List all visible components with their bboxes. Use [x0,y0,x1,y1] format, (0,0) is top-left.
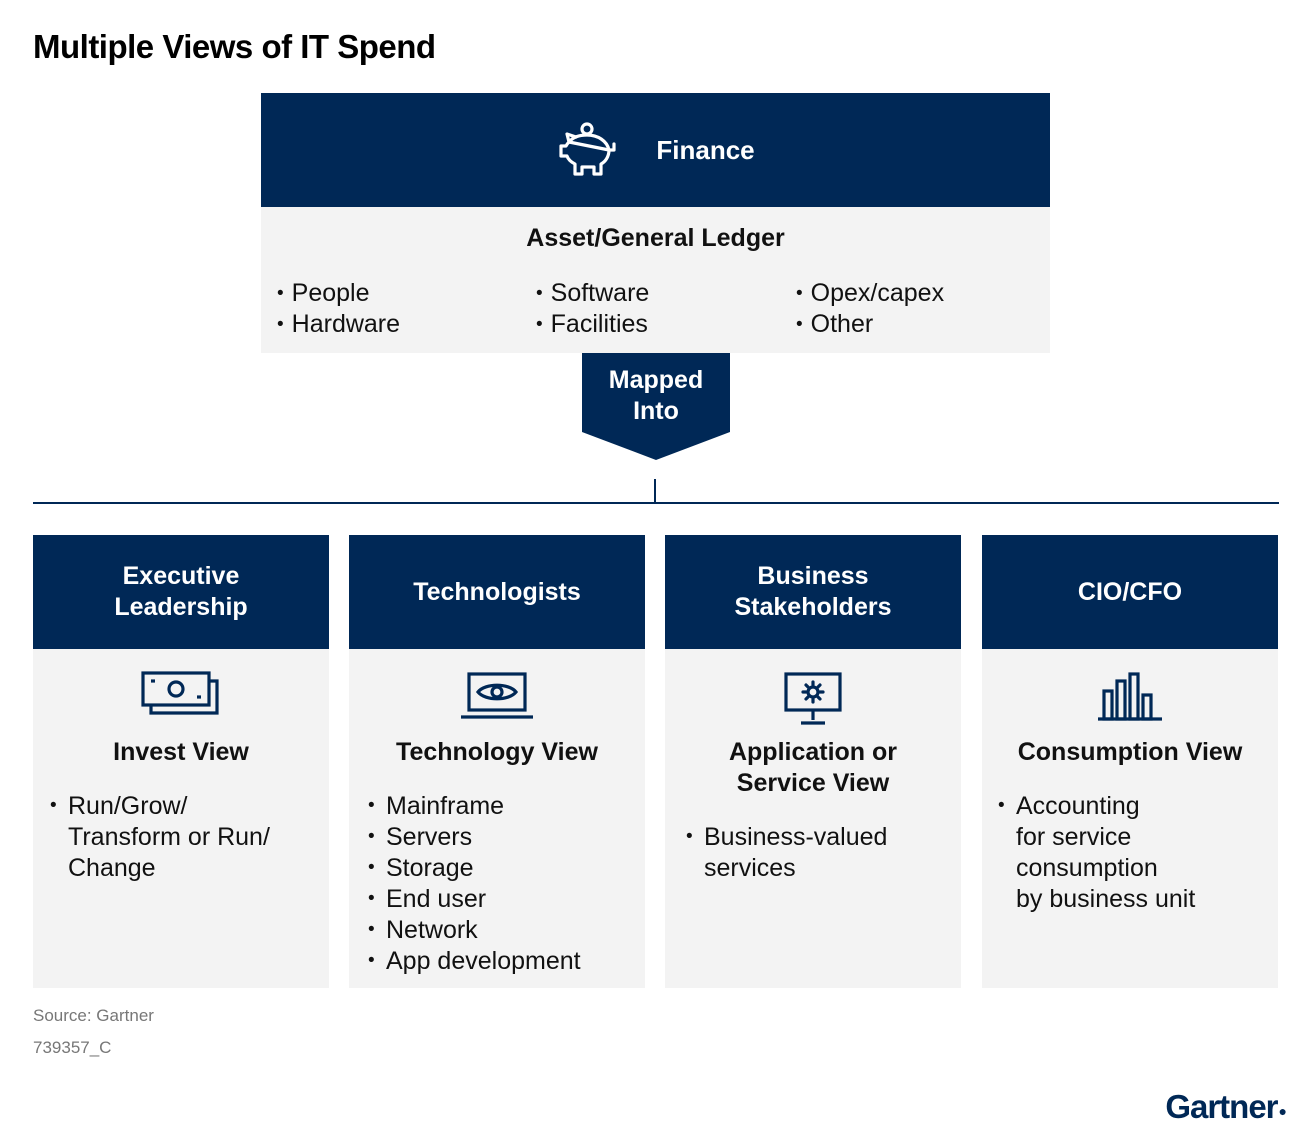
down-arrow-shape [582,353,730,460]
money-bills-icon [141,671,219,715]
column-business-stakeholders: Business Stakeholders [665,535,961,988]
ledger-column-1: People Hardware [277,278,400,340]
connector-horizontal [33,502,1279,504]
column-header: Executive Leadership [33,535,329,649]
ledger-item: Software [536,278,650,309]
monitor-gear-icon [784,672,842,725]
ledger-item: People [277,278,400,309]
list-item: Network [368,914,581,946]
column-header-line: Technologists [413,577,581,606]
view-title: Service View [736,769,890,797]
page-title: Multiple Views of IT Spend [33,28,436,65]
list-item: Business-valued services [686,821,887,884]
view-title: Technology View [396,738,598,766]
ledger-item: Facilities [536,309,649,340]
list-item: Servers [368,821,581,853]
bullet-list: Accounting for service consumption by bu… [998,790,1195,915]
ledger-column-3: Opex/capex Other [796,278,944,340]
finance-ledger-panel: Asset/General Ledger People Hardware Sof… [261,207,1050,353]
view-title: Invest View [113,738,249,766]
column-technologists: Technologists Technology View Mainframe … [349,535,645,988]
list-item: Accounting for service consumption by bu… [998,790,1195,915]
mapped-into-arrow: Mapped Into [582,353,730,461]
list-item: Mainframe [368,790,581,822]
column-body: Application or Service View Business-val… [665,649,961,988]
list-item: End user [368,883,581,915]
column-header: CIO/CFO [982,535,1278,649]
column-header-line: Leadership [114,593,248,621]
column-body: Consumption View Accounting for service … [982,649,1278,988]
column-header-line: Executive [122,562,240,590]
bullet-list: Run/Grow/ Transform or Run/ Change [50,790,270,884]
ledger-item: Opex/capex [796,278,944,309]
view-title: Application or [728,738,898,766]
list-item: App development [368,945,581,977]
finance-label: Finance [656,134,755,165]
arrow-label-line2: Into [633,397,679,425]
view-title: Consumption View [1017,738,1243,766]
column-body: Invest View Run/Grow/ Transform or Run/ … [33,649,329,988]
connector-vertical [654,479,656,503]
column-executive-leadership: Executive Leadership Invest View Run/Gro… [33,535,329,988]
figure-code: 739357_C [33,1038,112,1057]
ledger-column-2: Software Facilities [536,278,650,340]
piggy-bank-icon [556,120,618,180]
ledger-item: Other [796,309,944,340]
ledger-item: Hardware [277,309,400,340]
bar-chart-icon [1098,672,1162,721]
ledger-title: Asset/General Ledger [526,224,785,252]
column-header: Business Stakeholders [665,535,961,649]
source-note: Source: Gartner [33,1006,154,1025]
column-header-line: Stakeholders [734,593,892,621]
column-header-line: Business [757,562,869,590]
column-body: Technology View Mainframe Servers Storag… [349,649,645,988]
column-cio-cfo: CIO/CFO Consumption View Accounting for … [982,535,1278,988]
gartner-logo: Gartner● [1165,1088,1287,1125]
bullet-list: Mainframe Servers Storage End user Netwo… [368,790,581,977]
arrow-label-line1: Mapped [608,366,704,394]
finance-header: Finance [261,93,1050,207]
list-item: Run/Grow/ Transform or Run/ Change [50,790,270,884]
column-header: Technologists [349,535,645,649]
laptop-eye-icon [461,672,533,719]
list-item: Storage [368,852,581,884]
bullet-list: Business-valued services [686,821,887,884]
column-header-line: CIO/CFO [1077,577,1183,606]
